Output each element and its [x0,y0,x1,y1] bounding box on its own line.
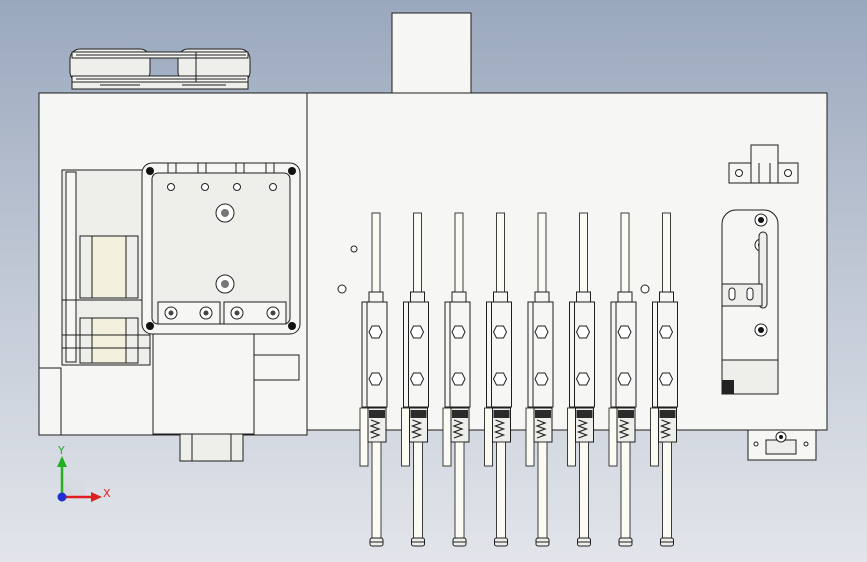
nozzle-column [484,212,512,547]
coordinate-triad: Y X [57,444,111,502]
mount-hole [640,284,650,294]
mount-hole [337,284,347,294]
nozzle-array [359,212,678,547]
nozzle-column [442,212,471,547]
adjust-block [747,429,817,461]
nozzle-column [567,212,595,547]
nozzle-column [525,212,554,547]
z-axis-dot [57,492,67,502]
motor-housing [152,333,300,462]
belt-pulley-assembly [69,48,251,90]
x-axis-label: X [103,487,111,500]
top-mount-block [391,12,472,94]
motor-flange-plate [141,162,301,335]
sensor-bracket [728,144,799,184]
linear-guide-column [61,169,151,366]
nozzle-column [650,212,678,547]
mount-hole [350,245,358,253]
nozzle-column [359,212,388,547]
cam-cylinder-unit [721,209,779,395]
y-axis-label: Y [57,444,65,457]
nozzle-column [401,212,429,547]
base-step [38,367,62,436]
nozzle-column [608,212,637,547]
